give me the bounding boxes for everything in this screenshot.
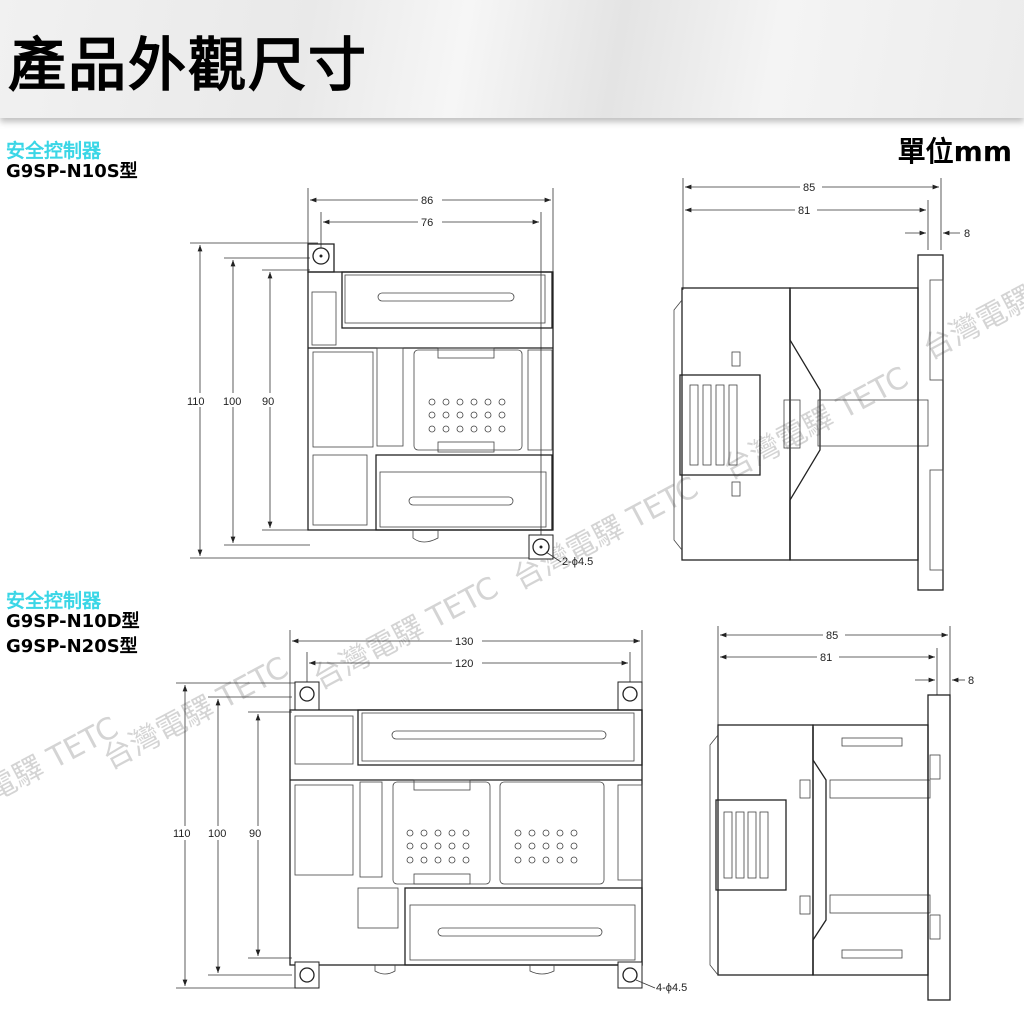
dim-height-inner-2: 90 (249, 828, 261, 840)
svg-text:台灣電驛 TETC: 台灣電驛 TETC (717, 360, 914, 487)
dim-rail-2: 8 (968, 675, 974, 687)
dim-height-outer-1: 110 (187, 396, 205, 408)
page-title: 產品外觀尺寸 (8, 31, 369, 99)
section2-model-1: G9SP-N10D型 (6, 611, 140, 632)
dim-height-mid-2: 100 (208, 828, 226, 840)
front-view-2: 130 120 110 100 90 (172, 630, 687, 994)
dim-holes-2: 4-ϕ4.5 (656, 982, 687, 994)
section1-category: 安全控制器 (6, 140, 102, 162)
unit-label: 單位mm (897, 135, 1012, 168)
side-view-2: 85 81 8 (709, 626, 974, 1001)
dim-width-outer-2: 130 (455, 636, 473, 648)
svg-text:台灣電驛 TETC: 台灣電驛 TETC (0, 710, 124, 837)
dim-depth-outer-1: 85 (803, 182, 815, 194)
dim-width-inner-1: 76 (421, 217, 433, 229)
dim-height-mid-1: 100 (223, 396, 241, 408)
side-view-1: 85 81 8 (673, 178, 970, 591)
svg-text:台灣電驛 TETC: 台灣電驛 TETC (917, 240, 1024, 367)
dim-width-inner-2: 120 (455, 658, 473, 670)
front-view-1: 86 76 110 100 90 (186, 188, 593, 568)
dim-height-inner-1: 90 (262, 396, 274, 408)
svg-text:台灣電驛 TETC: 台灣電驛 TETC (97, 650, 294, 777)
svg-text:台灣電驛 TETC: 台灣電驛 TETC (307, 570, 504, 697)
dim-depth-outer-2: 85 (826, 630, 838, 642)
dim-height-outer-2: 110 (173, 828, 191, 840)
page-header: 產品外觀尺寸 (0, 0, 1024, 118)
section1-model: G9SP-N10S型 (6, 161, 138, 182)
dim-depth-inner-2: 81 (820, 652, 832, 664)
svg-text:台灣電驛 TETC: 台灣電驛 TETC (507, 470, 704, 597)
dim-rail-1: 8 (964, 228, 970, 240)
section2-category: 安全控制器 (6, 590, 102, 612)
section2-model-2: G9SP-N20S型 (6, 636, 138, 657)
watermark: 台灣電驛 TETC 台灣電驛 TETC 台灣電驛 TETC 台灣電驛 TETC … (0, 240, 1024, 837)
dim-depth-inner-1: 81 (798, 205, 810, 217)
dim-width-outer-1: 86 (421, 195, 433, 207)
dim-holes-1: 2-ϕ4.5 (562, 556, 593, 568)
